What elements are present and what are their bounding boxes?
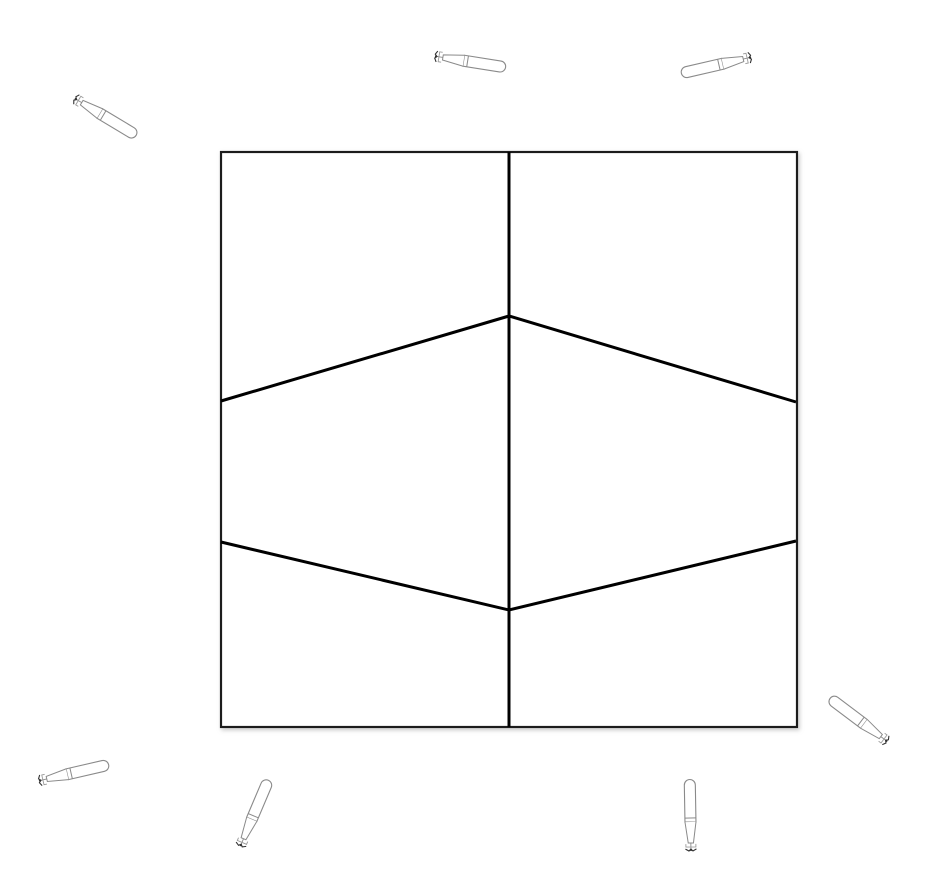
torpedo-icon (679, 51, 753, 80)
torpedo-icon (234, 777, 274, 849)
torpedo-icon (433, 50, 508, 74)
torpedo-icon (683, 778, 698, 852)
torpedo-icon (37, 758, 111, 787)
lower-chevron-line (220, 539, 797, 612)
torpedo-icon (826, 693, 892, 747)
torpedo-icon (71, 93, 140, 141)
upper-chevron-line (220, 314, 797, 404)
